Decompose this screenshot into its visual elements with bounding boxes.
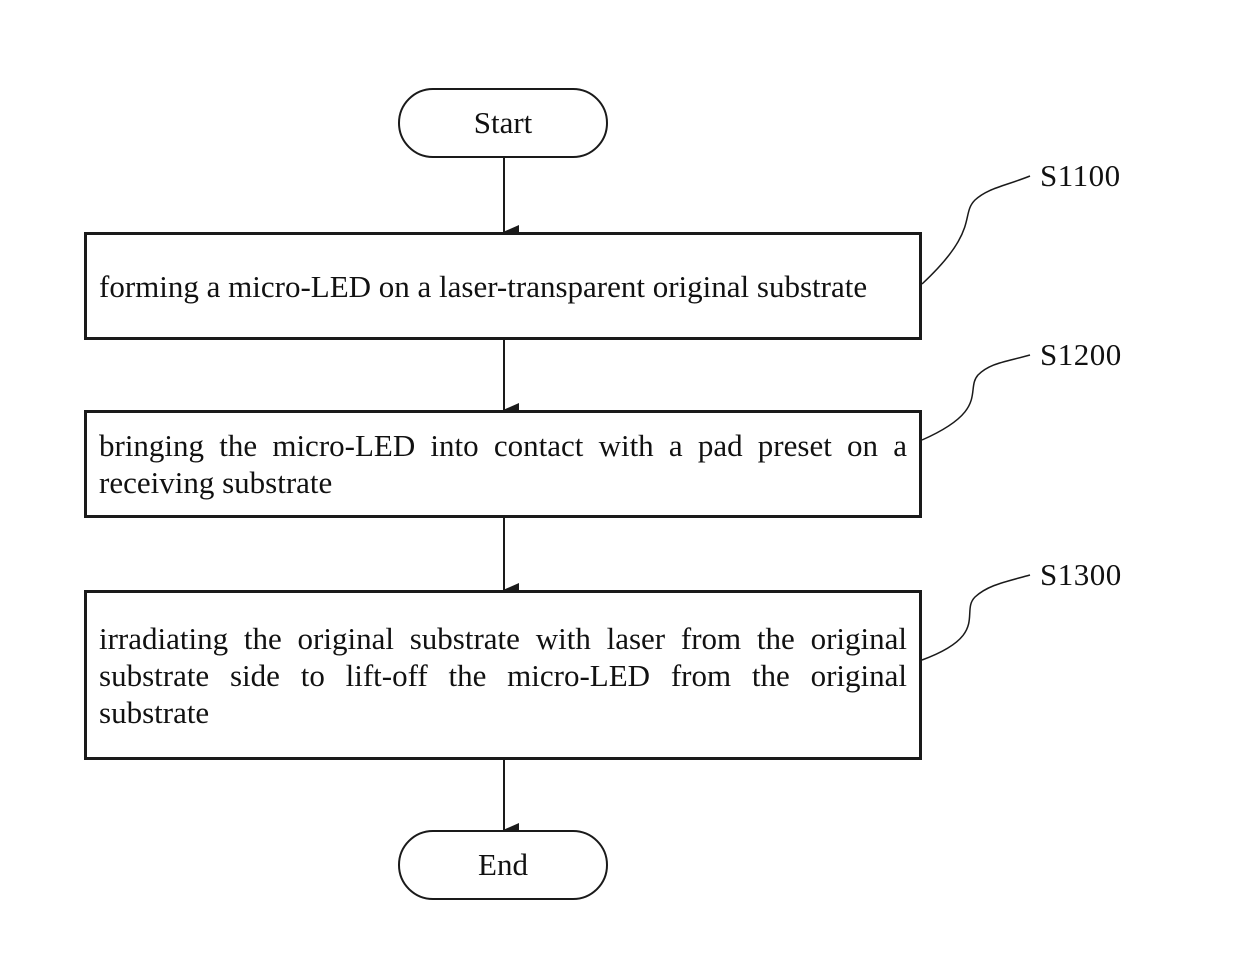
- end-terminal-label: End: [478, 847, 528, 883]
- step-label-s1300: S1300: [1040, 557, 1122, 593]
- start-terminal: Start: [398, 88, 608, 158]
- step-label-s1200: S1200: [1040, 337, 1122, 373]
- leader-line-s1100: [922, 176, 1030, 284]
- start-terminal-label: Start: [474, 105, 533, 141]
- step-text-s1100: forming a micro-LED on a laser-transpare…: [99, 268, 907, 305]
- step-box-s1200: bringing the micro-LED into contact with…: [84, 410, 922, 518]
- leader-line-s1200: [922, 355, 1030, 440]
- step-label-s1100: S1100: [1040, 158, 1121, 194]
- step-box-s1300: irradiating the original substrate with …: [84, 590, 922, 760]
- step-box-s1100: forming a micro-LED on a laser-transpare…: [84, 232, 922, 340]
- leader-line-s1300: [922, 575, 1030, 660]
- step-text-s1300: irradiating the original substrate with …: [99, 620, 907, 731]
- step-text-s1200: bringing the micro-LED into contact with…: [99, 427, 907, 501]
- end-terminal: End: [398, 830, 608, 900]
